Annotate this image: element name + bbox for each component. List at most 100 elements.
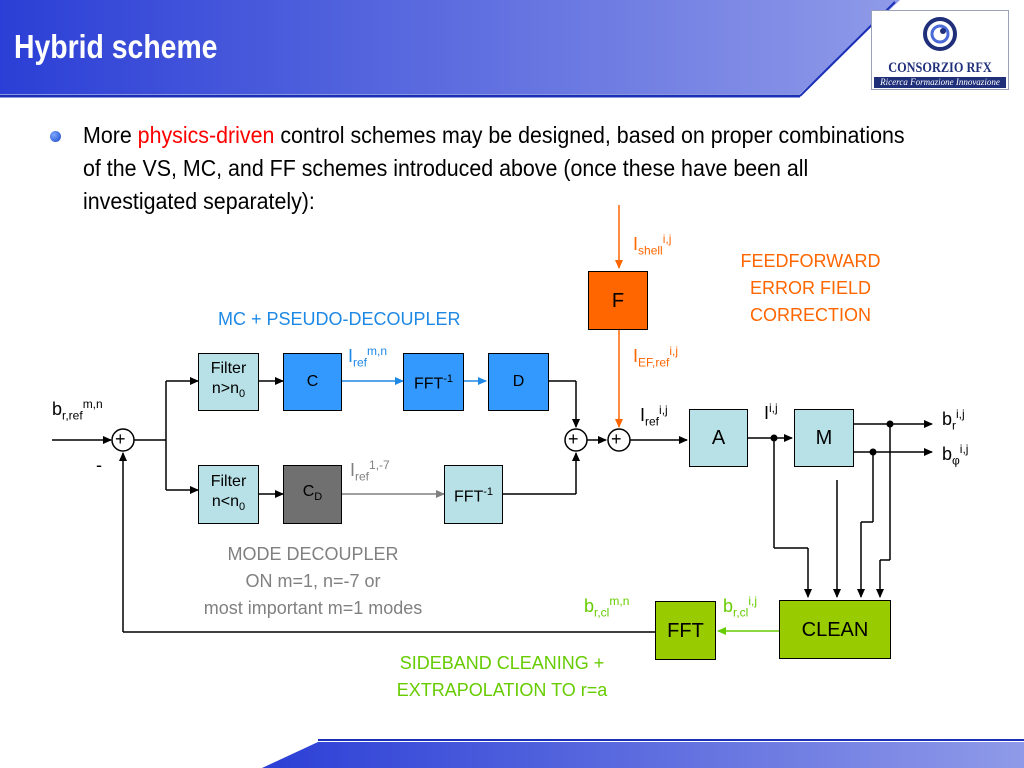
b-rcl-mn-base: b [584, 596, 595, 616]
i-ref-mn-sub: ref [353, 355, 368, 370]
cd-label: C [302, 482, 315, 500]
clean-block: CLEAN [779, 600, 891, 659]
i-ref-mn-label: Irefm,n [348, 345, 387, 369]
ff-caption-line2: ERROR FIELD [749, 278, 872, 298]
i-shell-sup: i,j [662, 232, 672, 246]
ff-caption: FEEDFORWARD ERROR FIELD CORRECTION [712, 248, 909, 329]
d-label: D [512, 373, 525, 390]
i-ij-base: I [764, 403, 770, 423]
i-ref-17-sub: ref [355, 469, 370, 484]
b-rcl-ij-sup: i,j [748, 594, 758, 608]
b-r-sub: r [952, 418, 957, 433]
i-ref-mn-sup: m,n [367, 344, 388, 358]
b-rcl-mn-label: br,clm,n [584, 595, 629, 619]
b-ref-sup: m,n [82, 397, 103, 411]
sb-caption-line2: EXTRAPOLATION TO r=a [396, 680, 608, 700]
fft-inverse-upper-label: FFT [413, 375, 444, 393]
i-ref-ij-label: Irefi,j [640, 404, 668, 428]
md-caption-line3: most important m=1 modes [203, 598, 423, 618]
ff-caption-line1: FEEDFORWARD [740, 251, 881, 271]
bullet-icon [50, 131, 61, 142]
i-ref-ij-base: I [640, 405, 646, 425]
logo-emblem-icon [923, 17, 957, 51]
fft-inverse-upper-block: FFT-1 [403, 353, 464, 411]
slide-title: Hybrid scheme [14, 28, 218, 65]
b-rcl-mn-sub: r,cl [594, 605, 610, 620]
c-block: C [283, 353, 342, 411]
b-rcl-ij-label: br,cli,j [723, 595, 757, 619]
bullet-text-rest: control schemes may be designed, based o… [83, 122, 905, 214]
logo-name: CONSORZIO RFX [888, 60, 992, 76]
filter-high-title: Filter [210, 360, 247, 378]
a-block: A [689, 409, 748, 467]
header-background [0, 0, 900, 98]
m-block: M [794, 409, 854, 467]
b-phi-sup: i,j [959, 442, 969, 456]
i-ref-mn-base: I [348, 346, 354, 366]
fft-inverse-lower-label: FFT [453, 488, 484, 506]
b-rcl-ij-sub: r,cl [733, 605, 749, 620]
fft-inverse-lower-block: FFT-1 [444, 465, 503, 524]
i-shell-base: I [633, 234, 639, 254]
logo-tagline: Ricerca Formazione Innovazione [874, 77, 1006, 88]
ff-caption-line3: CORRECTION [750, 305, 871, 325]
b-r-sup: i,j [956, 407, 965, 421]
filter-high-sub: 0 [239, 388, 246, 401]
mode-decoupler-caption: MODE DECOUPLER ON m=1, n=-7 or most impo… [168, 541, 458, 622]
bullet-highlight: physics-driven [137, 122, 275, 148]
fft-inverse-upper-sup: -1 [443, 373, 454, 386]
filter-high-block: Filter n>n0 [198, 353, 259, 411]
summer1-plus: + [115, 429, 126, 449]
b-rcl-mn-sup: m,n [609, 594, 630, 608]
a-label: A [711, 427, 726, 449]
b-ref-base: b [52, 399, 63, 419]
filter-low-cond: n<n [211, 492, 239, 510]
cd-block: CD [283, 465, 342, 524]
filter-high-cond: n>n [211, 380, 239, 398]
summer2-plus: + [568, 429, 579, 449]
bullet-text: More physics-driven control schemes may … [83, 119, 925, 218]
filter-low-sub: 0 [239, 501, 246, 514]
d-block: D [488, 353, 549, 411]
sb-caption-line1: SIDEBAND CLEANING + [399, 653, 605, 673]
i-ref-17-sup: 1,-7 [369, 458, 390, 472]
summer1-minus: - [96, 455, 102, 475]
i-ef-ref-label: IEF,refi,j [633, 345, 678, 369]
i-ef-ref-sup: i,j [669, 344, 679, 358]
clean-label: CLEAN [801, 618, 869, 641]
bullet-text-lead: More [83, 122, 138, 148]
i-shell-label: Ishelli,j [633, 233, 671, 257]
i-ij-label: Ii,j [764, 402, 778, 422]
consorzio-logo: CONSORZIO RFX Ricerca Formazione Innovaz… [871, 10, 1009, 90]
b-r-base: b [942, 409, 953, 429]
b-phi-label: bφi,j [942, 443, 968, 467]
filter-low-block: Filter n<n0 [198, 465, 259, 524]
c-label: C [306, 373, 319, 390]
sideband-caption: SIDEBAND CLEANING + EXTRAPOLATION TO r=a [357, 650, 647, 704]
header-band [0, 0, 1024, 100]
f-label: F [611, 289, 625, 312]
i-ij-sup: i,j [769, 401, 778, 415]
i-ref-ij-sub: ref [645, 414, 660, 429]
mc-caption: MC + PSEUDO-DECOUPLER [218, 309, 461, 329]
filter-low-title: Filter [210, 472, 247, 490]
summer3-plus: + [611, 429, 622, 449]
f-block: F [588, 271, 648, 330]
i-shell-sub: shell [638, 243, 663, 258]
fft-label: FFT [667, 619, 704, 642]
i-ref-ij-sup: i,j [659, 403, 668, 417]
md-caption-line1: MODE DECOUPLER [227, 544, 399, 564]
fft-inverse-lower-sup: -1 [483, 485, 494, 498]
fft-block: FFT [655, 601, 716, 660]
cd-sub: D [314, 491, 323, 504]
b-rcl-ij-base: b [723, 596, 734, 616]
b-r-label: bri,j [942, 408, 965, 432]
i-ef-ref-sub: EF,ref [638, 355, 670, 370]
i-ref-17-label: Iref1,-7 [350, 459, 390, 483]
i-ref-17-base: I [350, 460, 356, 480]
b-phi-base: b [942, 444, 953, 464]
b-ref-sub: r,ref [62, 408, 83, 423]
footer-band [262, 739, 1024, 768]
i-ef-ref-base: I [633, 346, 639, 366]
